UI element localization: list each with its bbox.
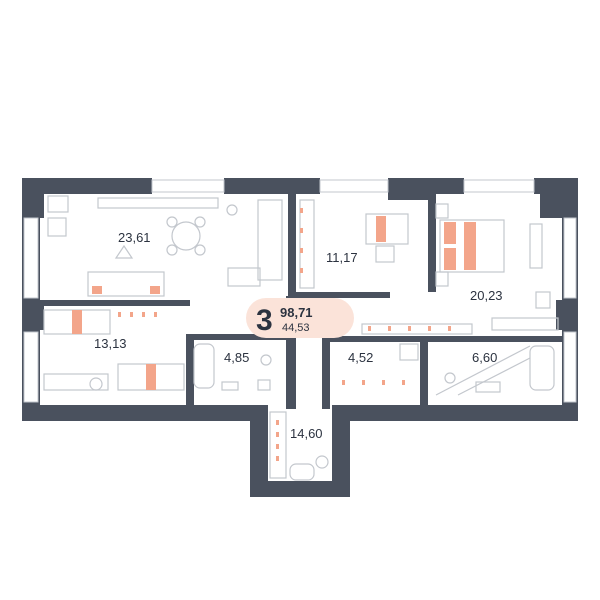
sink <box>221 381 239 391</box>
toilet <box>260 354 272 366</box>
total-area: 98,71 <box>280 305 313 320</box>
room-area-label: 6,60 <box>472 350 497 365</box>
armchair <box>47 217 67 237</box>
corridor-accents <box>276 208 303 461</box>
rooms-count: 3 <box>256 304 273 337</box>
apartment-badge: 3 98,71 44,53 <box>246 298 354 338</box>
room-area-label: 23,61 <box>118 230 151 245</box>
sink <box>227 267 261 287</box>
chair <box>535 291 551 309</box>
corridor-fixtures <box>269 411 329 481</box>
room-area-label: 4,85 <box>224 350 249 365</box>
room-area-label: 20,23 <box>470 288 503 303</box>
bed <box>365 213 409 245</box>
entry-mat <box>289 463 315 481</box>
wardrobe <box>269 411 287 479</box>
bedroom-master-furniture <box>435 203 559 331</box>
desk <box>43 373 109 391</box>
shelf-row-left <box>118 312 157 317</box>
hall-center-fixtures <box>361 323 473 361</box>
armchair <box>47 195 69 213</box>
dresser <box>529 223 543 269</box>
room-area-label: 14,60 <box>290 426 323 441</box>
wardrobe <box>299 199 315 289</box>
kitchen-accents <box>92 286 160 294</box>
decor-icon <box>114 244 134 259</box>
tile-pattern <box>457 357 531 396</box>
close-icon <box>315 455 329 469</box>
bed-blanket <box>376 216 386 242</box>
badge-background <box>246 298 354 338</box>
chair <box>166 244 178 256</box>
chair <box>89 377 103 391</box>
dining-table <box>171 221 201 251</box>
bathtub <box>529 345 555 391</box>
wardrobe <box>491 317 559 331</box>
lamp-icon <box>226 204 238 216</box>
bathtub <box>193 343 215 389</box>
kitchen-counter <box>257 199 283 281</box>
kitchen-living-furniture <box>47 195 283 297</box>
bathroom-right-fixtures <box>435 345 555 396</box>
room-area-label: 4,52 <box>348 350 373 365</box>
cabinet <box>399 343 419 361</box>
nightstand <box>435 271 449 287</box>
master-bed-accents <box>444 222 476 270</box>
toilet <box>444 372 456 384</box>
chair <box>194 244 206 256</box>
nightstand <box>435 203 449 219</box>
chair <box>375 245 395 263</box>
bathroom-left-fixtures <box>193 343 272 391</box>
tile-pattern <box>435 345 531 396</box>
upper-cabinet <box>97 197 219 209</box>
chair <box>166 216 178 228</box>
hall-center-accents <box>342 326 451 385</box>
chair <box>194 216 206 228</box>
sink <box>475 381 501 393</box>
double-bed <box>439 219 505 273</box>
room-area-label: 11,17 <box>326 250 358 265</box>
living-area: 44,53 <box>282 322 310 334</box>
room-floors <box>38 192 566 487</box>
bedroom-left-accents <box>72 310 156 390</box>
washer <box>257 379 271 391</box>
room-area-label: 13,13 <box>94 336 127 351</box>
shelf <box>361 323 473 335</box>
sofa <box>87 271 165 297</box>
bedroom-small-furniture <box>299 199 409 289</box>
windows <box>23 179 577 403</box>
